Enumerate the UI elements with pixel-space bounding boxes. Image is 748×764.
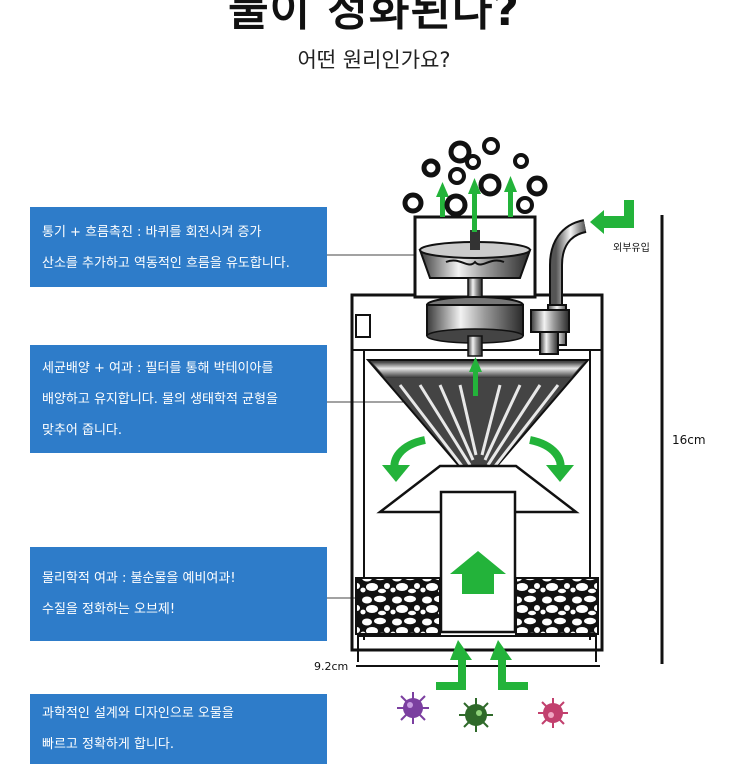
up-arrow-icon (436, 640, 528, 690)
page-title: 물이 정화된다? (228, 0, 520, 36)
callout-line: 산소를 추가하고 역동적인 흐름을 유도합니다. (42, 256, 290, 271)
callout-line: 빠르고 정확하게 합니다. (42, 737, 174, 752)
base-grid (357, 635, 597, 662)
callout-line: 세균배양 + 여과 : 필터를 통해 박테이아를 (42, 361, 274, 376)
callout-line: 과학적인 설계와 디자인으로 오물을 (42, 706, 234, 721)
up-arrow-icon (450, 551, 506, 594)
inflow-label: 외부유입 (613, 243, 650, 254)
pebble-media (355, 577, 599, 635)
bacteria-icon (397, 692, 568, 732)
curved-arrow-icon (546, 465, 574, 482)
callout-bacteria-filter: 세균배양 + 여과 : 필터를 통해 박테이아를 배양하고 유지합니다. 물의 … (30, 345, 327, 453)
down-arrow-icon (590, 200, 634, 234)
dimension-lines (356, 215, 664, 667)
pump-motor (426, 277, 570, 357)
callout-physical-filter: 물리학적 여과 : 불순물을 예비여과! 수질을 정화하는 오브제! (30, 547, 327, 641)
callout-line: 물리학적 여과 : 불순물을 예비여과! (42, 571, 236, 586)
page-subtitle: 어떤 원리인가요? (297, 48, 451, 72)
up-arrow-icon (436, 176, 517, 232)
bubble-icon (402, 137, 548, 217)
callout-line: 통기 + 흐름촉진 : 바퀴를 회전시켜 증가 (42, 225, 262, 240)
height-dimension-label: 16cm (672, 433, 706, 447)
impeller-wheel (418, 230, 532, 279)
filter-diagram (327, 137, 664, 732)
width-dimension-label: 9.2cm (314, 660, 349, 673)
callout-line: 맞추어 줍니다. (42, 423, 123, 438)
curved-arrow-icon (382, 465, 410, 482)
connector-lines (327, 254, 420, 599)
flow-arrows (382, 176, 634, 690)
callout-line: 배양하고 유지합니다. 물의 생태학적 균형을 (42, 392, 278, 407)
callout-aeration: 통기 + 흐름촉진 : 바퀴를 회전시켜 증가 산소를 추가하고 역동적인 흐름… (30, 207, 327, 287)
up-arrow-icon (469, 357, 482, 396)
callout-line: 수질을 정화하는 오브제! (42, 602, 176, 617)
callout-design: 과학적인 설계와 디자인으로 오물을 빠르고 정확하게 합니다. (30, 694, 327, 764)
